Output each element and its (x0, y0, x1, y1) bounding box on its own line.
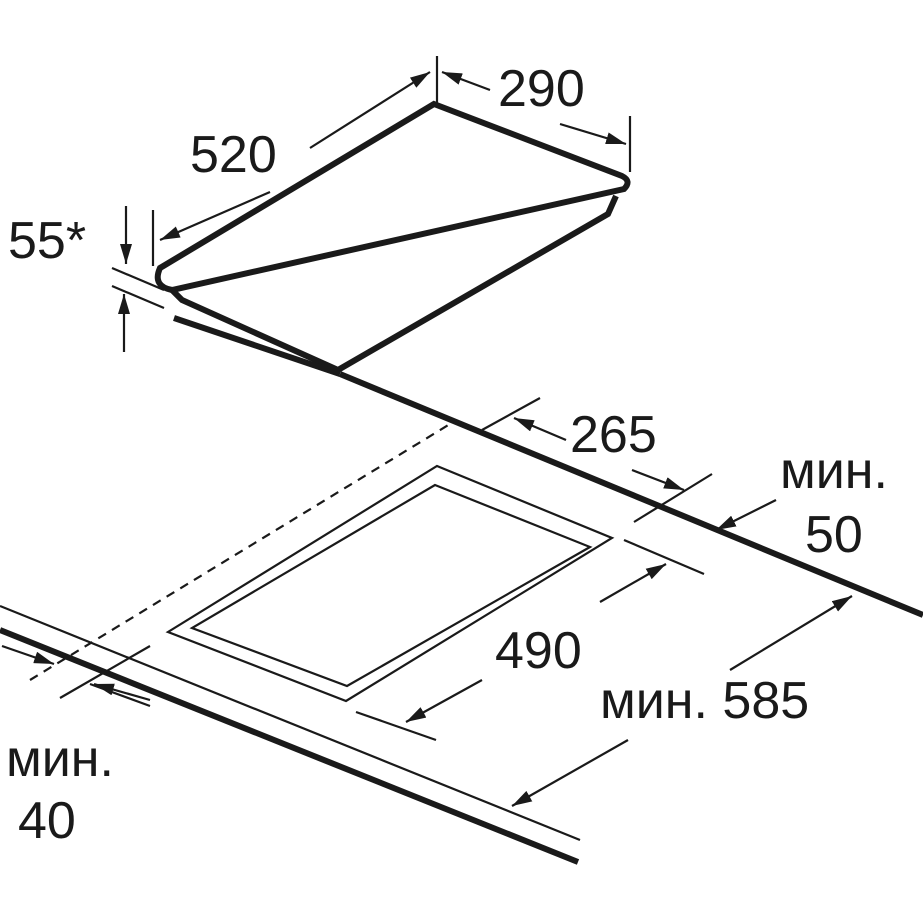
label-rear-gap-prefix: мин. (780, 442, 888, 500)
dimension-cutout-depth: 490 (355, 538, 705, 742)
worktop (0, 371, 923, 865)
cutout (165, 464, 615, 703)
worktop-dashed-edge (29, 423, 451, 681)
label-hob-height: 55* (8, 212, 86, 270)
label-cutout-width: 265 (570, 406, 657, 464)
label-worktop-depth: мин. 585 (600, 672, 809, 730)
dimension-cutout-width: 265 (481, 397, 713, 523)
hob-base-plate (173, 315, 341, 377)
label-cutout-depth: 490 (495, 622, 582, 680)
dimension-rear-gap: мин. 50 (715, 442, 888, 564)
label-rear-gap-value: 50 (805, 506, 863, 564)
worktop-rear-edge (338, 371, 923, 618)
worktop-front-edge-upper (0, 604, 581, 842)
worktop-front-edge-lower (0, 627, 580, 865)
cutout-outer (165, 464, 615, 703)
dimension-worktop-depth: мин. 585 (511, 595, 853, 807)
hob-appliance (154, 100, 631, 377)
hob-glass-top (154, 100, 631, 294)
label-hob-depth: 520 (190, 126, 277, 184)
dimension-hob-width: 290 (441, 60, 632, 172)
label-front-gap-prefix: мин. (6, 730, 114, 788)
dimension-hob-depth: 520 (151, 56, 439, 266)
label-hob-width: 290 (498, 60, 585, 118)
dimension-front-gap: мин. 40 (1, 644, 151, 850)
cutout-inner (189, 483, 593, 688)
label-front-gap-value: 40 (18, 792, 76, 850)
dimension-hob-height: 55* (8, 206, 165, 352)
hob-body-side (169, 194, 619, 374)
